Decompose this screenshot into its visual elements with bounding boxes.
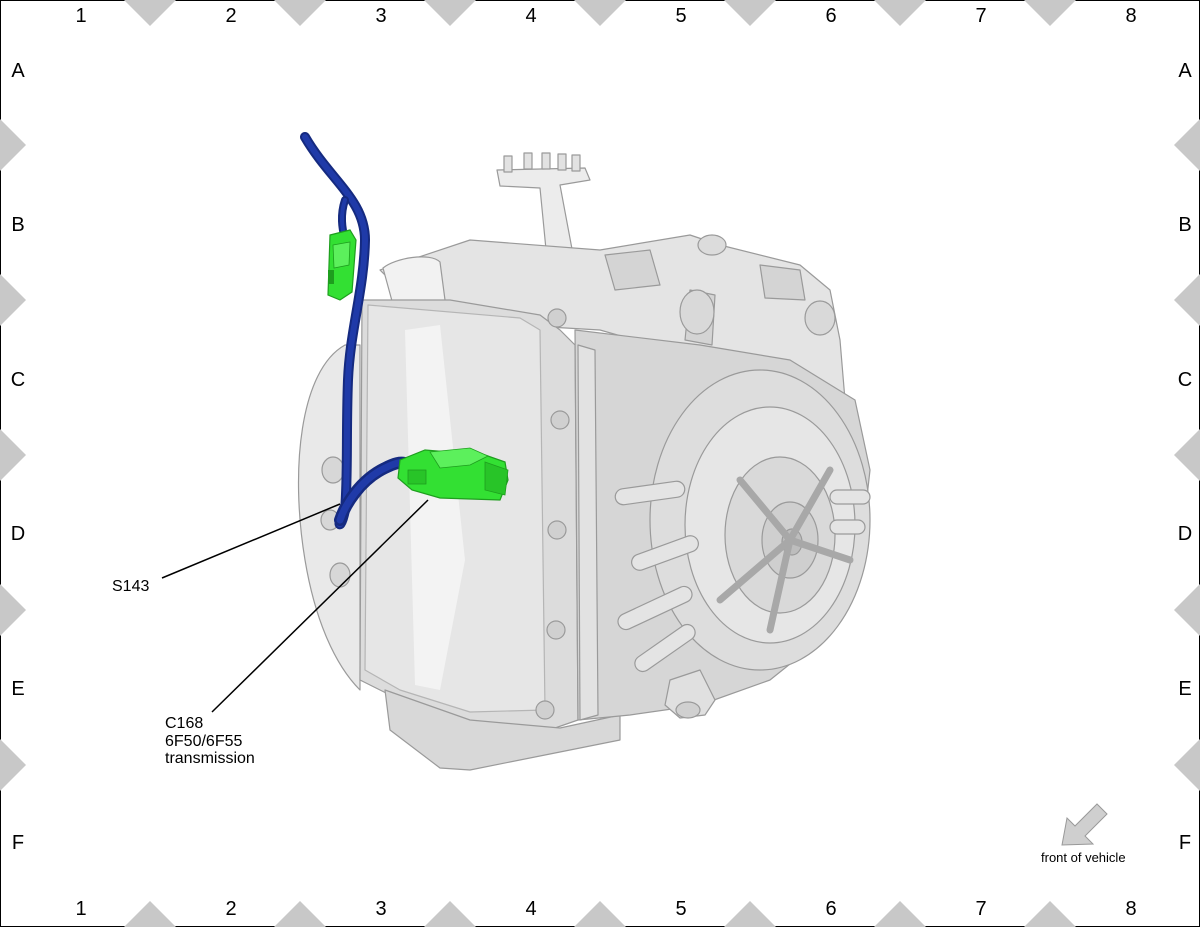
grid-boundary-marker	[1024, 0, 1076, 26]
grid-col-label: 1	[75, 5, 86, 27]
bottom-pan	[384, 689, 621, 771]
grid-col-label: 2	[225, 898, 236, 920]
mount-boss	[329, 562, 351, 588]
housing-ribs	[614, 480, 871, 673]
grid-boundary-marker	[0, 119, 26, 171]
grid-boundary-marker	[574, 0, 626, 26]
s143-label: S143	[112, 578, 149, 595]
casting-boss	[804, 300, 836, 336]
callout-leaders	[161, 499, 429, 713]
transmission-illustration	[297, 152, 871, 771]
c168-description: transmission	[165, 750, 255, 767]
grid-boundary-marker	[274, 901, 326, 927]
grid-boundary-marker	[0, 584, 26, 636]
speed-sensor-tip	[675, 701, 701, 719]
bottom-column-labels: 1 2 3 4 5 6 7 8	[75, 898, 1136, 920]
front-of-vehicle-label: front of vehicle	[1041, 850, 1126, 865]
grid-row-label: A	[11, 60, 25, 82]
grid-col-label: 3	[375, 898, 386, 920]
grid-boundary-marker	[274, 0, 326, 26]
right-row-labels: A B C D E F	[1178, 60, 1193, 854]
grid-boundary-marker	[0, 429, 26, 481]
housing-rib-vertical	[577, 344, 599, 721]
grid-boundary-marker	[1174, 429, 1200, 481]
c168-connector	[397, 447, 509, 501]
casting-boss	[697, 234, 727, 256]
grid-boundary-marker	[424, 901, 476, 927]
output-spokes	[716, 466, 854, 634]
grid-row-label: D	[11, 523, 25, 545]
grid-row-label: B	[11, 214, 24, 236]
grid-col-label: 4	[525, 5, 536, 27]
grid-boundary-marker	[124, 0, 176, 26]
grid-boundary-marker	[874, 901, 926, 927]
grid-row-label: C	[11, 369, 25, 391]
grid-boundary-marker	[0, 274, 26, 326]
top-column-labels: 1 2 3 4 5 6 7 8	[75, 5, 1136, 27]
grid-row-label: B	[1178, 214, 1191, 236]
grid-boundary-marker	[1174, 119, 1200, 171]
grid-col-label: 2	[225, 5, 236, 27]
grid-col-label: 7	[975, 5, 986, 27]
c168-transmission-model: 6F50/6F55	[165, 733, 242, 750]
grid-col-label: 5	[675, 898, 686, 920]
mount-boss	[321, 456, 345, 484]
grid-col-label: 7	[975, 898, 986, 920]
grid-col-label: 6	[825, 5, 836, 27]
grid-row-label: F	[12, 832, 24, 854]
grid-col-label: 1	[75, 898, 86, 920]
grid-boundary-marker	[0, 739, 26, 791]
grid-boundary-marker	[1174, 274, 1200, 326]
grid-boundary-marker	[424, 0, 476, 26]
grid-col-label: 8	[1125, 898, 1136, 920]
grid-boundary-marker	[1174, 584, 1200, 636]
grid-col-label: 5	[675, 5, 686, 27]
grid-row-label: F	[1179, 832, 1191, 854]
grid-boundary-marker	[724, 0, 776, 26]
c168-id: C168	[165, 715, 203, 732]
grid-row-label: C	[1178, 369, 1192, 391]
bracket-studs	[503, 152, 581, 173]
grid-row-label: A	[1178, 60, 1192, 82]
grid-row-label: E	[1178, 678, 1191, 700]
grid-col-label: 8	[1125, 5, 1136, 27]
grid-col-label: 3	[375, 5, 386, 27]
arrow-down-left-icon	[1061, 803, 1108, 846]
c168-label: C168 6F50/6F55 transmission	[165, 715, 255, 767]
upper-connector	[327, 229, 357, 301]
grid-row-label: E	[11, 678, 24, 700]
c168-leader	[211, 499, 429, 713]
grid-boundary-marker	[1174, 739, 1200, 791]
grid-col-label: 6	[825, 898, 836, 920]
front-of-vehicle-indicator: front of vehicle	[1041, 803, 1126, 865]
grid-boundary-marker	[874, 0, 926, 26]
grid-row-label: D	[1178, 523, 1192, 545]
grid-boundary-marker	[724, 901, 776, 927]
grid-boundary-marker	[124, 901, 176, 927]
cover-highlight	[405, 325, 465, 690]
s143-leader	[161, 503, 341, 579]
casting-boss	[679, 289, 715, 335]
grid-boundary-marker	[1024, 901, 1076, 927]
left-row-labels: A B C D E F	[11, 60, 26, 854]
grid-boundary-marker	[574, 901, 626, 927]
grid-col-label: 4	[525, 898, 536, 920]
